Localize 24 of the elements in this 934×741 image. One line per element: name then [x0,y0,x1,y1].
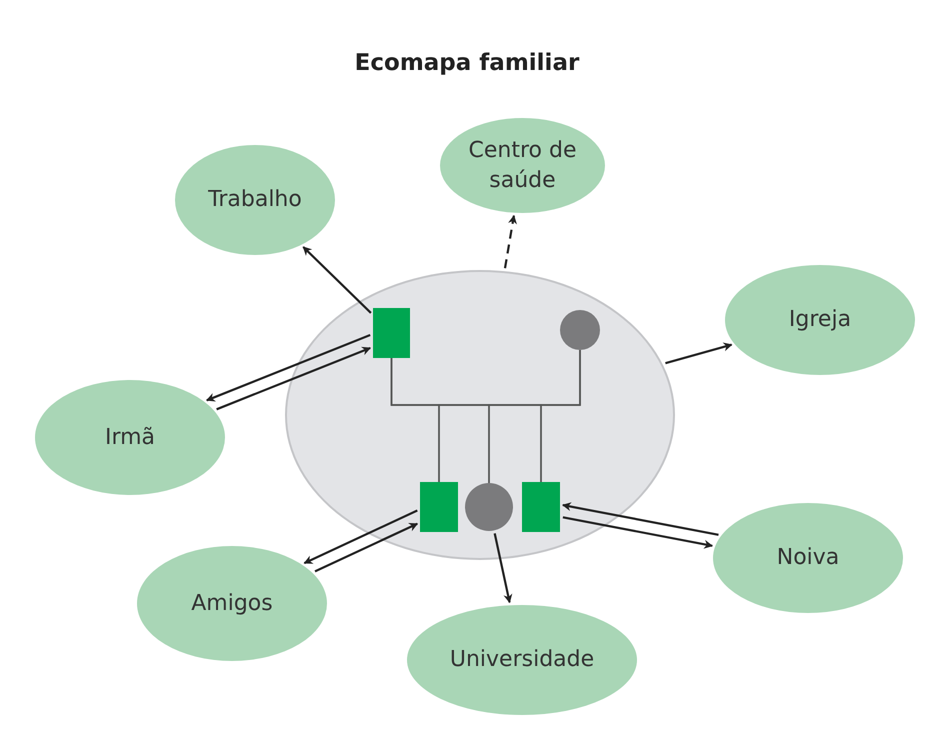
female-symbol [465,483,513,531]
arrow [562,502,719,536]
node-label: Noiva [776,544,840,572]
male-symbol [420,482,458,532]
node-label: Amigos [191,590,273,618]
male-symbol [522,482,560,532]
node-label: Trabalho [208,186,302,214]
arrow [665,342,732,364]
node-label: Igreja [788,306,852,334]
female-symbol [560,310,600,350]
diagram-title: Ecomapa familiar [354,50,580,76]
arrow [304,510,418,564]
arrow [216,346,372,410]
node-label: Universidade [450,646,594,674]
arrow [562,516,714,549]
node-label: Centro de saúde [468,136,578,194]
arrow [494,533,512,604]
arrow [504,214,517,268]
male-symbol [373,308,410,358]
arrow [314,522,418,572]
arrow [302,246,372,314]
family-line [540,350,581,482]
node-label: Irmã [104,424,156,452]
arrow [206,334,371,402]
